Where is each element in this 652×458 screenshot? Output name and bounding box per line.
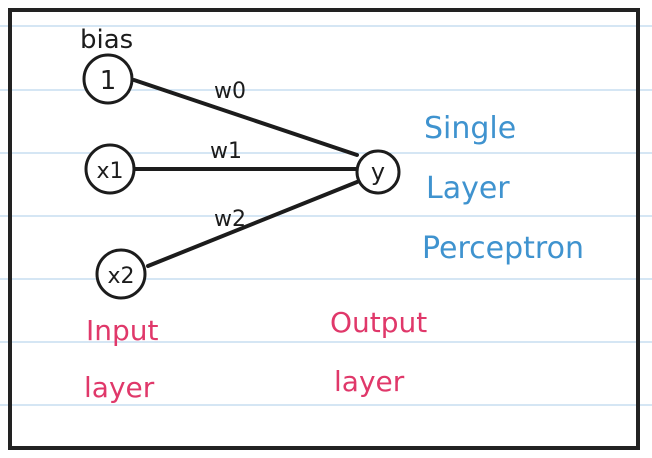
- output-node-y: [355, 149, 401, 195]
- node-circles: [82, 53, 401, 300]
- weight-w1-label: w1: [210, 139, 242, 164]
- title-line-2: Layer: [426, 171, 510, 206]
- bias-node-label: 1: [100, 66, 117, 96]
- connections: [132, 78, 359, 268]
- y-node-label: y: [371, 158, 385, 186]
- diagram-title: Single Layer Perceptron: [422, 111, 584, 266]
- input-layer-line-2: layer: [84, 371, 155, 404]
- x1-node-label: x1: [96, 159, 123, 184]
- bias-label: bias: [80, 25, 133, 55]
- diagram-frame: [8, 8, 640, 450]
- edge-bias-to-y: [132, 78, 359, 157]
- weight-w2-label: w2: [214, 207, 246, 232]
- weight-w0-label: w0: [214, 79, 246, 104]
- input-node-x2: [95, 248, 147, 300]
- title-line-3: Perceptron: [422, 231, 584, 266]
- output-layer-line-1: Output: [330, 306, 427, 339]
- output-layer-line-2: layer: [334, 365, 405, 398]
- x2-node-label: x2: [107, 264, 134, 289]
- bias-node: [82, 53, 134, 105]
- output-layer-caption: Output layer: [330, 306, 427, 398]
- input-node-x1: [84, 143, 136, 195]
- title-line-1: Single: [424, 111, 516, 146]
- edge-x2-to-y: [146, 180, 359, 268]
- input-layer-line-1: Input: [86, 314, 159, 347]
- input-layer-caption: Input layer: [84, 314, 159, 404]
